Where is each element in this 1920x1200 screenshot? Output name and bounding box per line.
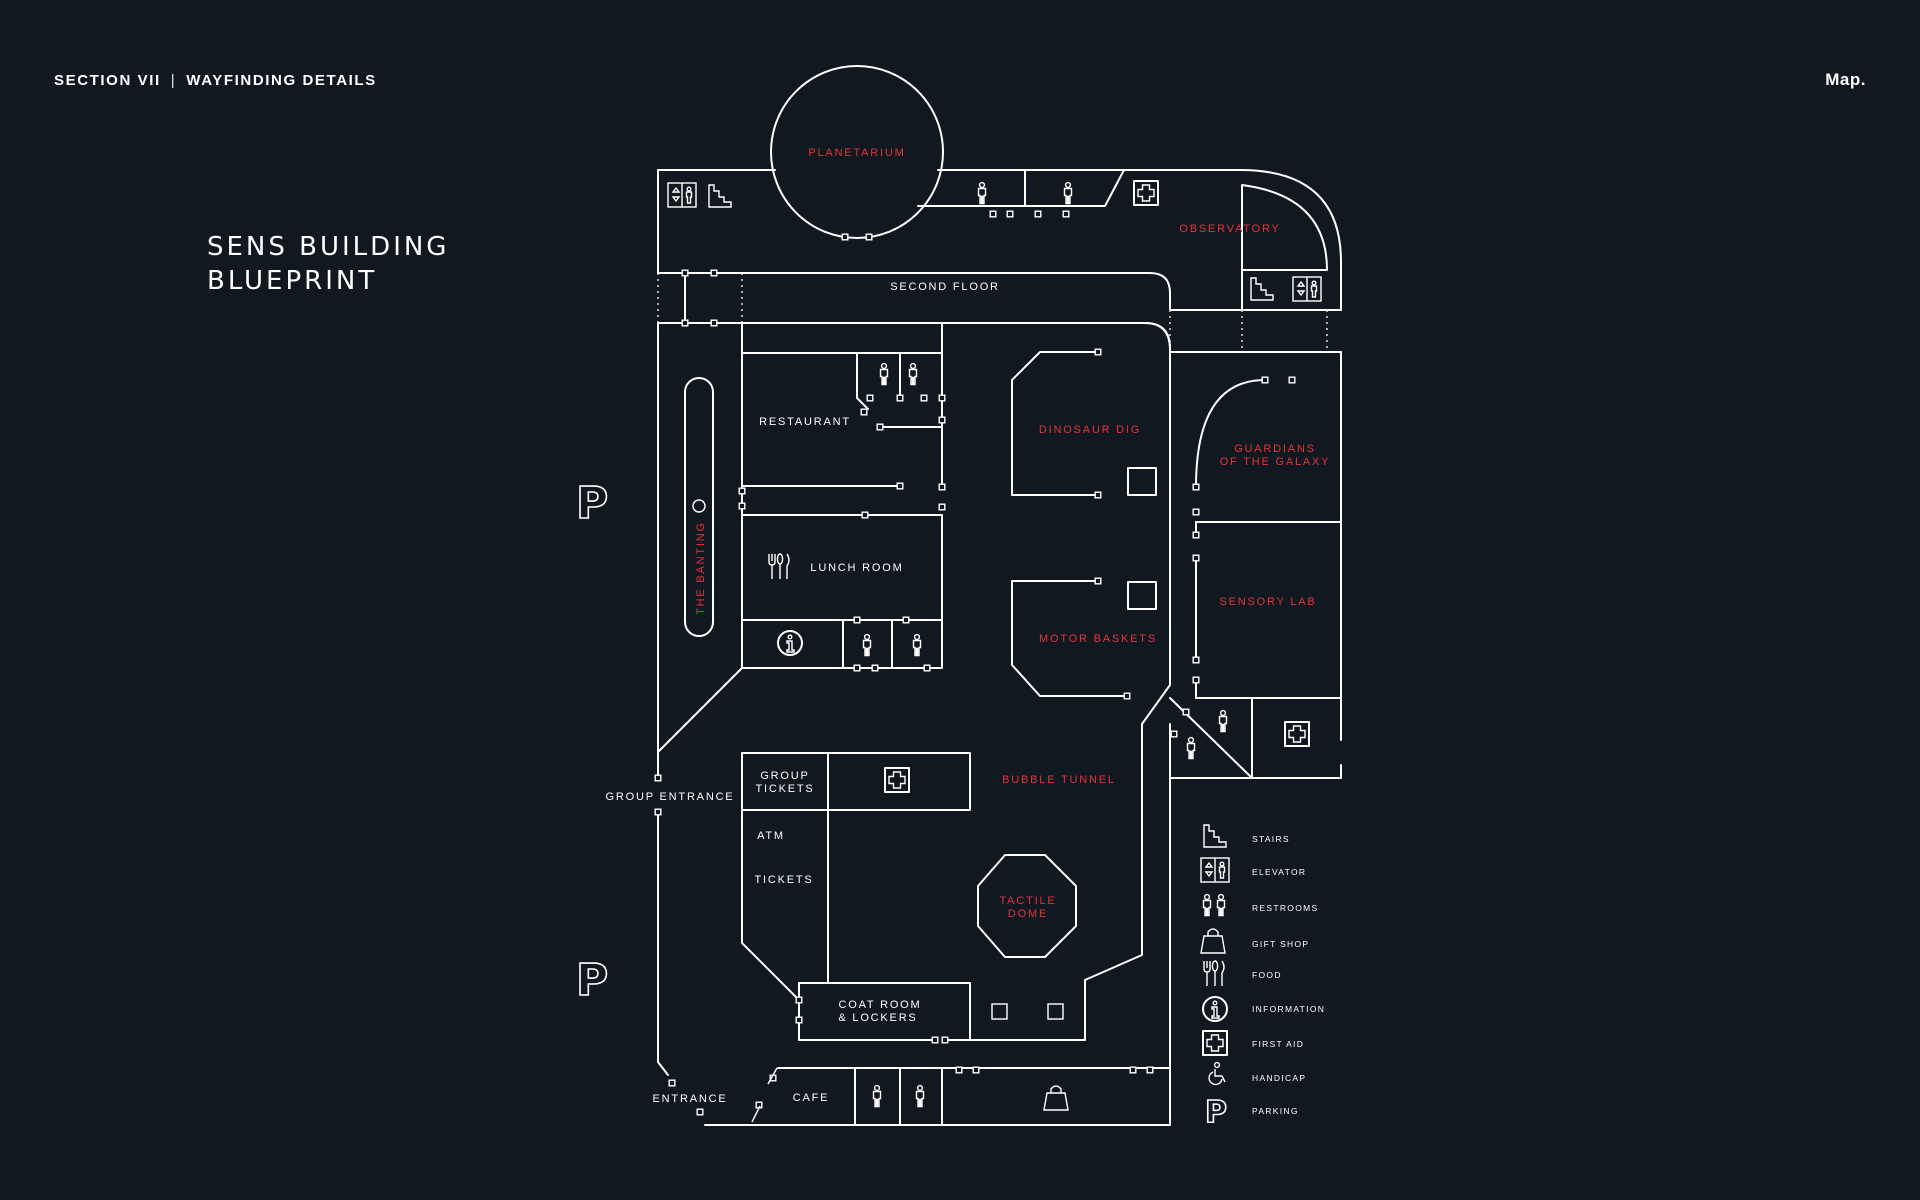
legend-label: STAIRS xyxy=(1252,834,1290,844)
parking-icon: P xyxy=(1204,1094,1228,1131)
label-bubble-tunnel: BUBBLE TUNNEL xyxy=(1002,774,1116,786)
legend-label: PARKING xyxy=(1252,1106,1299,1116)
restroom-icon xyxy=(1218,709,1228,733)
label-observatory: OBSERVATORY xyxy=(1179,223,1280,235)
parking-icon: P xyxy=(575,477,609,530)
elevator-icon xyxy=(667,182,697,208)
label-dinosaur-dig: DINOSAUR DIG xyxy=(1039,424,1141,436)
restrooms-icon xyxy=(1202,893,1226,917)
first-aid-icon xyxy=(1284,721,1310,747)
entrance-door-swings xyxy=(751,1067,778,1123)
label-second-floor: SECOND FLOOR xyxy=(890,281,1000,293)
handicap-icon xyxy=(1208,1061,1226,1086)
section-subtitle: WAYFINDING DETAILS xyxy=(186,72,377,89)
restroom-icon xyxy=(908,362,918,386)
stairs-icon xyxy=(1250,277,1274,301)
legend-label: INFORMATION xyxy=(1252,1004,1325,1014)
label-coat-room-line-2: & LOCKERS xyxy=(838,1012,917,1024)
gift-shop-icon xyxy=(1043,1085,1069,1111)
stairs-icon xyxy=(708,184,732,208)
label-lunch-room: LUNCH ROOM xyxy=(810,562,903,574)
label-coat-room-line-1: COAT ROOM xyxy=(838,999,921,1011)
door-markers xyxy=(654,210,1296,1116)
first-aid-icon xyxy=(1133,180,1159,206)
legend-item-food: FOOD xyxy=(1203,960,1282,987)
first-aid-icon xyxy=(1202,1030,1228,1056)
svg-text:P: P xyxy=(576,955,608,1006)
restroom-icon xyxy=(1186,736,1196,760)
label-entrance: ENTRANCE xyxy=(653,1093,728,1105)
legend-item-stairs: STAIRS xyxy=(1203,824,1290,848)
section-header: SECTION VII | WAYFINDING DETAILS xyxy=(54,72,377,89)
section-number: SECTION VII xyxy=(54,72,161,89)
food-icon xyxy=(768,553,790,580)
label-the-banting: THE BANTING xyxy=(695,521,707,615)
label-tickets: TICKETS xyxy=(754,874,813,886)
legend-item-elevator: ELEVATOR xyxy=(1200,857,1306,883)
label-group-tickets-line-1: GROUP xyxy=(760,770,809,782)
legend-item-information: INFORMATION xyxy=(1202,996,1325,1022)
label-tactile-dome-line-2: DOME xyxy=(1008,908,1048,920)
restroom-icon xyxy=(977,181,987,205)
page-title: SENS BUILDING BLUEPRINT xyxy=(207,230,449,298)
label-group-tickets-line-2: TICKETS xyxy=(755,783,814,795)
label-sensory-lab: SENSORY LAB xyxy=(1219,596,1316,608)
svg-text:P: P xyxy=(576,478,608,529)
restroom-icon xyxy=(912,633,922,657)
elevator-icon xyxy=(1200,857,1230,883)
label-motor-baskets: MOTOR BASKETS xyxy=(1039,633,1157,645)
legend-label: ELEVATOR xyxy=(1252,867,1306,877)
label-tactile-dome-line-1: TACTILE xyxy=(999,895,1056,907)
legend-item-restrooms: RESTROOMS xyxy=(1202,893,1318,917)
information-icon xyxy=(777,630,803,656)
gift-shop-icon xyxy=(1200,928,1226,954)
walls xyxy=(657,65,1342,1126)
restroom-icon xyxy=(872,1084,882,1108)
page-title-line-2: BLUEPRINT xyxy=(207,266,378,296)
label-restaurant: RESTAURANT xyxy=(759,416,851,428)
restroom-icon xyxy=(915,1084,925,1108)
restroom-icon xyxy=(862,633,872,657)
label-cafe: CAFE xyxy=(793,1092,830,1104)
first-aid-icon xyxy=(884,767,910,793)
elevator-icon xyxy=(1292,276,1322,302)
legend-label: FIRST AID xyxy=(1252,1039,1304,1049)
legend-label: FOOD xyxy=(1252,970,1282,980)
legend-label: RESTROOMS xyxy=(1252,903,1318,913)
label-guardians-line-1: GUARDIANS xyxy=(1234,443,1316,455)
food-icon xyxy=(1203,960,1225,987)
restroom-icon xyxy=(879,362,889,386)
page-title-line-1: SENS BUILDING xyxy=(207,232,450,262)
legend: STAIRS ELEVATOR RESTROOMS GIFT SHOP FOOD… xyxy=(1200,824,1325,1131)
legend-item-handicap: HANDICAP xyxy=(1208,1061,1306,1086)
stairs-icon xyxy=(1203,824,1227,848)
restroom-icon xyxy=(1063,181,1073,205)
label-guardians-line-2: OF THE GALAXY xyxy=(1220,456,1331,468)
label-group-entrance: GROUP ENTRANCE xyxy=(606,791,735,803)
legend-label: GIFT SHOP xyxy=(1252,939,1309,949)
header-separator: | xyxy=(170,72,177,89)
legend-label: HANDICAP xyxy=(1252,1073,1306,1083)
information-icon xyxy=(1202,996,1228,1022)
legend-item-first-aid: FIRST AID xyxy=(1202,1030,1304,1056)
legend-item-parking: P PARKING xyxy=(1204,1094,1299,1131)
legend-item-gift-shop: GIFT SHOP xyxy=(1200,928,1309,954)
map-label: Map. xyxy=(1825,70,1866,89)
room-labels: PLANETARIUM OBSERVATORY SECOND FLOOR RES… xyxy=(606,147,1331,1105)
label-atm: ATM xyxy=(757,830,785,842)
parking-icon: P xyxy=(575,954,609,1007)
svg-text:P: P xyxy=(1205,1095,1227,1130)
label-planetarium: PLANETARIUM xyxy=(808,147,905,159)
